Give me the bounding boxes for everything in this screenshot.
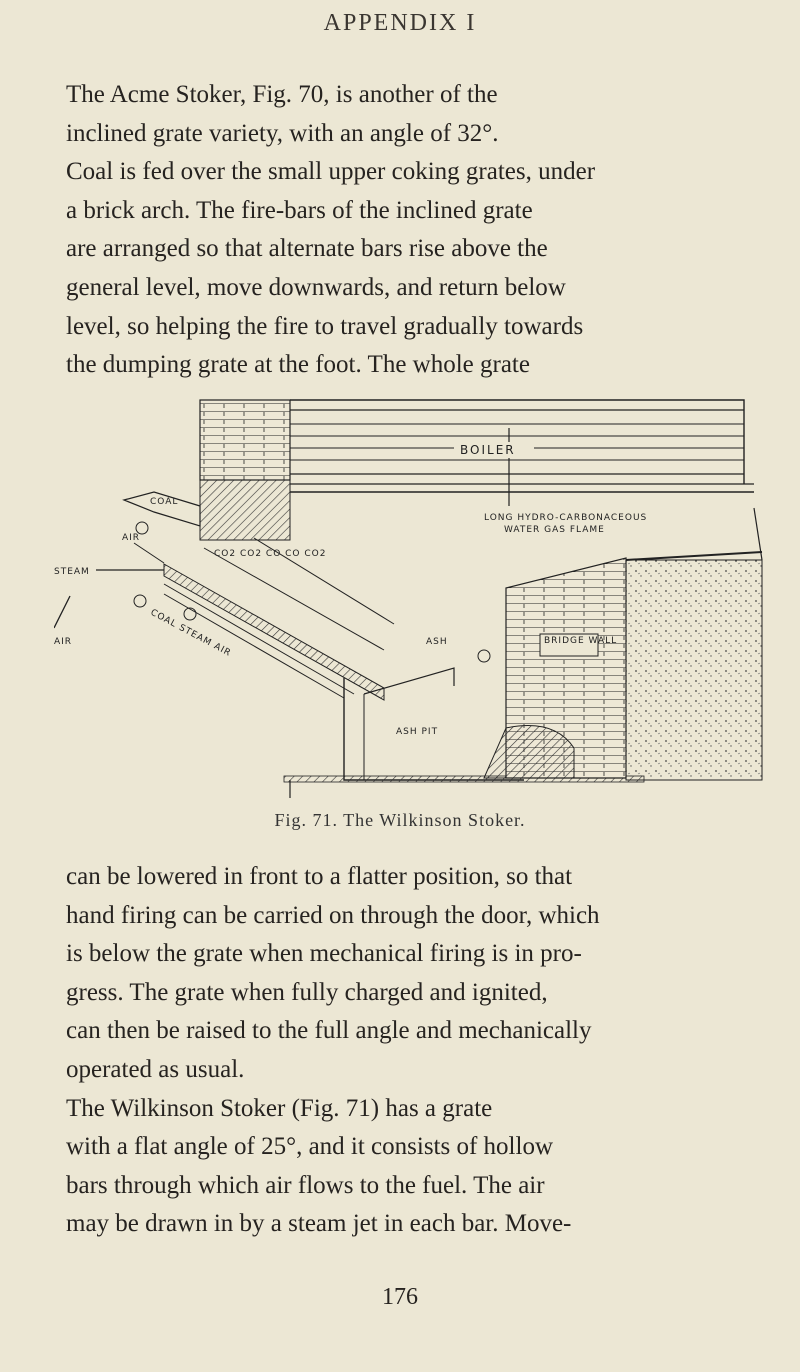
bridge-label: BRIDGE WALL <box>544 636 617 646</box>
text-line: can then be raised to the full angle and… <box>66 1017 592 1045</box>
text-line: the dumping grate at the foot. The whole… <box>66 351 530 379</box>
text-line: hand firing can be carried on through th… <box>66 901 600 929</box>
flame-label-2: WATER GAS FLAME <box>504 525 605 535</box>
text-line: The Wilkinson Stoker (Fig. 71) has a gra… <box>66 1094 493 1122</box>
text-line: general level, move downwards, and retur… <box>66 273 566 301</box>
text-line: bars through which air flows to the fuel… <box>66 1171 545 1199</box>
steam-label: STEAM <box>54 567 90 577</box>
text-line: inclined grate variety, with an angle of… <box>66 119 499 147</box>
text-line: The Acme Stoker, Fig. 70, is another of … <box>66 81 498 108</box>
flow-words: COAL STEAM AIR <box>149 608 233 659</box>
text-line: can be lowered in front to a flatter pos… <box>66 863 573 890</box>
text-line: Coal is fed over the small upper coking … <box>66 158 596 186</box>
paragraph-bottom: can be lowered in front to a flatter pos… <box>66 858 742 1244</box>
boiler-drawing: BOILER <box>199 399 754 506</box>
furnace-front: COAL AIR STEAM AIR <box>54 479 291 647</box>
air-top-label: AIR <box>122 533 140 543</box>
text-line: operated as usual. <box>66 1055 245 1083</box>
text-line: level, so helping the fire to travel gra… <box>66 312 584 340</box>
ash-label: ASH <box>426 637 448 647</box>
figure-caption: Fig. 71. The Wilkinson Stoker. <box>274 810 526 830</box>
text-line: a brick arch. The fire-bars of the incli… <box>66 196 533 224</box>
text-line: gress. The grate when fully charged and … <box>66 978 548 1006</box>
ash-pit-label: ASH PIT <box>396 727 438 737</box>
page-number: 176 <box>382 1284 418 1310</box>
coal-label: COAL <box>150 497 178 507</box>
text-line: is below the grate when mechanical firin… <box>66 940 582 968</box>
wilkinson-stoker-figure: BOILER COAL AIR STEAM AIR CO2 CO2 CO CO … <box>54 399 763 798</box>
paragraph-top: The Acme Stoker, Fig. 70, is another of … <box>66 76 742 385</box>
air-bottom-label: AIR <box>54 637 72 647</box>
text-line: may be drawn in by a steam jet in each b… <box>66 1210 572 1238</box>
gas-words: CO2 CO2 CO CO CO2 <box>214 549 326 559</box>
combustion-chamber <box>625 559 763 781</box>
running-head: APPENDIX I <box>323 10 477 36</box>
text-line: are arranged so that alternate bars rise… <box>66 235 548 263</box>
inclined-grate: CO2 CO2 CO CO CO2 COAL STEAM AIR <box>149 537 395 701</box>
bridge-wall: BRIDGE WALL <box>483 557 627 779</box>
boiler-label: BOILER <box>460 443 516 457</box>
text-line: with a flat angle of 25°, and it consist… <box>66 1133 553 1161</box>
flame-label-1: LONG HYDRO-CARBONACEOUS <box>484 513 647 523</box>
